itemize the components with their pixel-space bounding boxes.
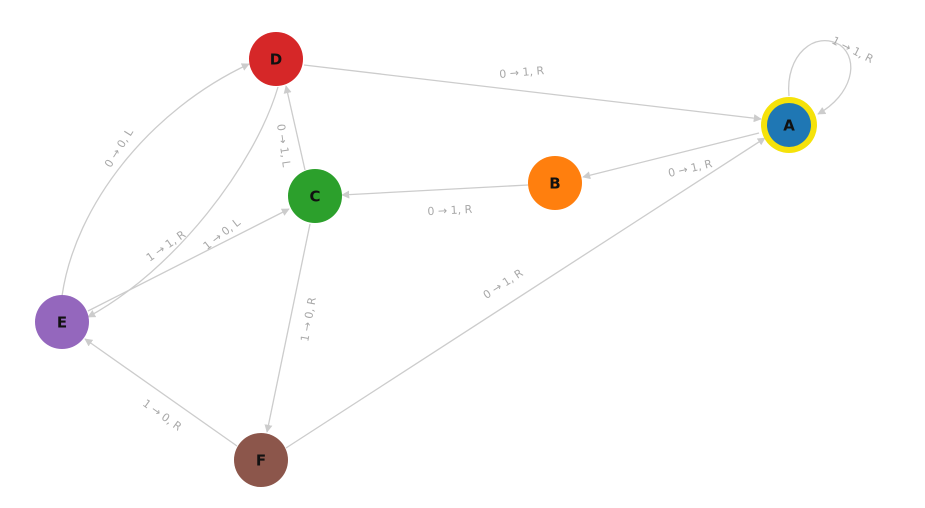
edge-a-b: 0 → 1, R [582,132,760,180]
node-f-circle [234,433,288,487]
edge-label-c-d: 0 → 1, L [274,123,293,169]
node-a[interactable]: A [761,97,817,153]
edge-c-d: 0 → 1, L [274,85,306,171]
node-c[interactable]: C [288,169,342,223]
node-e-label: E [57,314,67,332]
edge-label-b-c: 0 → 1, R [427,203,473,218]
edges: 1 → 1, R 0 → 1, R 0 → 1, R 0 → 1, R 0 → … [61,34,876,449]
edge-d-e: 1 → 1, R [87,86,279,318]
node-c-label: C [309,188,320,206]
node-b-circle [528,156,582,210]
node-d-circle [249,32,303,86]
node-e-circle [35,295,89,349]
node-b-label: B [549,175,560,193]
node-f-label: F [256,452,266,470]
node-a-circle [767,103,811,147]
node-d-label: D [270,51,282,69]
node-e[interactable]: E [35,295,89,349]
node-b[interactable]: B [528,156,582,210]
edge-f-e: 1 → 0, R [84,338,238,447]
nodes: A B C D E F [35,32,817,487]
edge-label-f-a: 0 → 1, R [481,266,526,302]
edge-label-a-b: 0 → 1, R [667,157,714,180]
node-a-label: A [783,117,795,135]
edge-label-a-a: 1 → 1, R [830,34,876,66]
edge-e-c: 1 → 0, L [87,208,290,312]
edge-label-d-a: 0 → 1, R [499,64,545,81]
edge-c-f: 1 → 0, R [264,223,319,433]
edge-label-e-c: 1 → 0, L [201,215,244,252]
edge-label-e-d: 0 → 0, L [102,126,136,170]
node-d[interactable]: D [249,32,303,86]
node-f[interactable]: F [234,433,288,487]
edge-label-c-f: 1 → 0, R [298,296,319,343]
edge-b-c: 0 → 1, R [341,184,529,218]
node-c-circle [288,169,342,223]
edge-d-a: 0 → 1, R [303,64,762,123]
edge-label-f-e: 1 → 0, R [140,397,184,434]
